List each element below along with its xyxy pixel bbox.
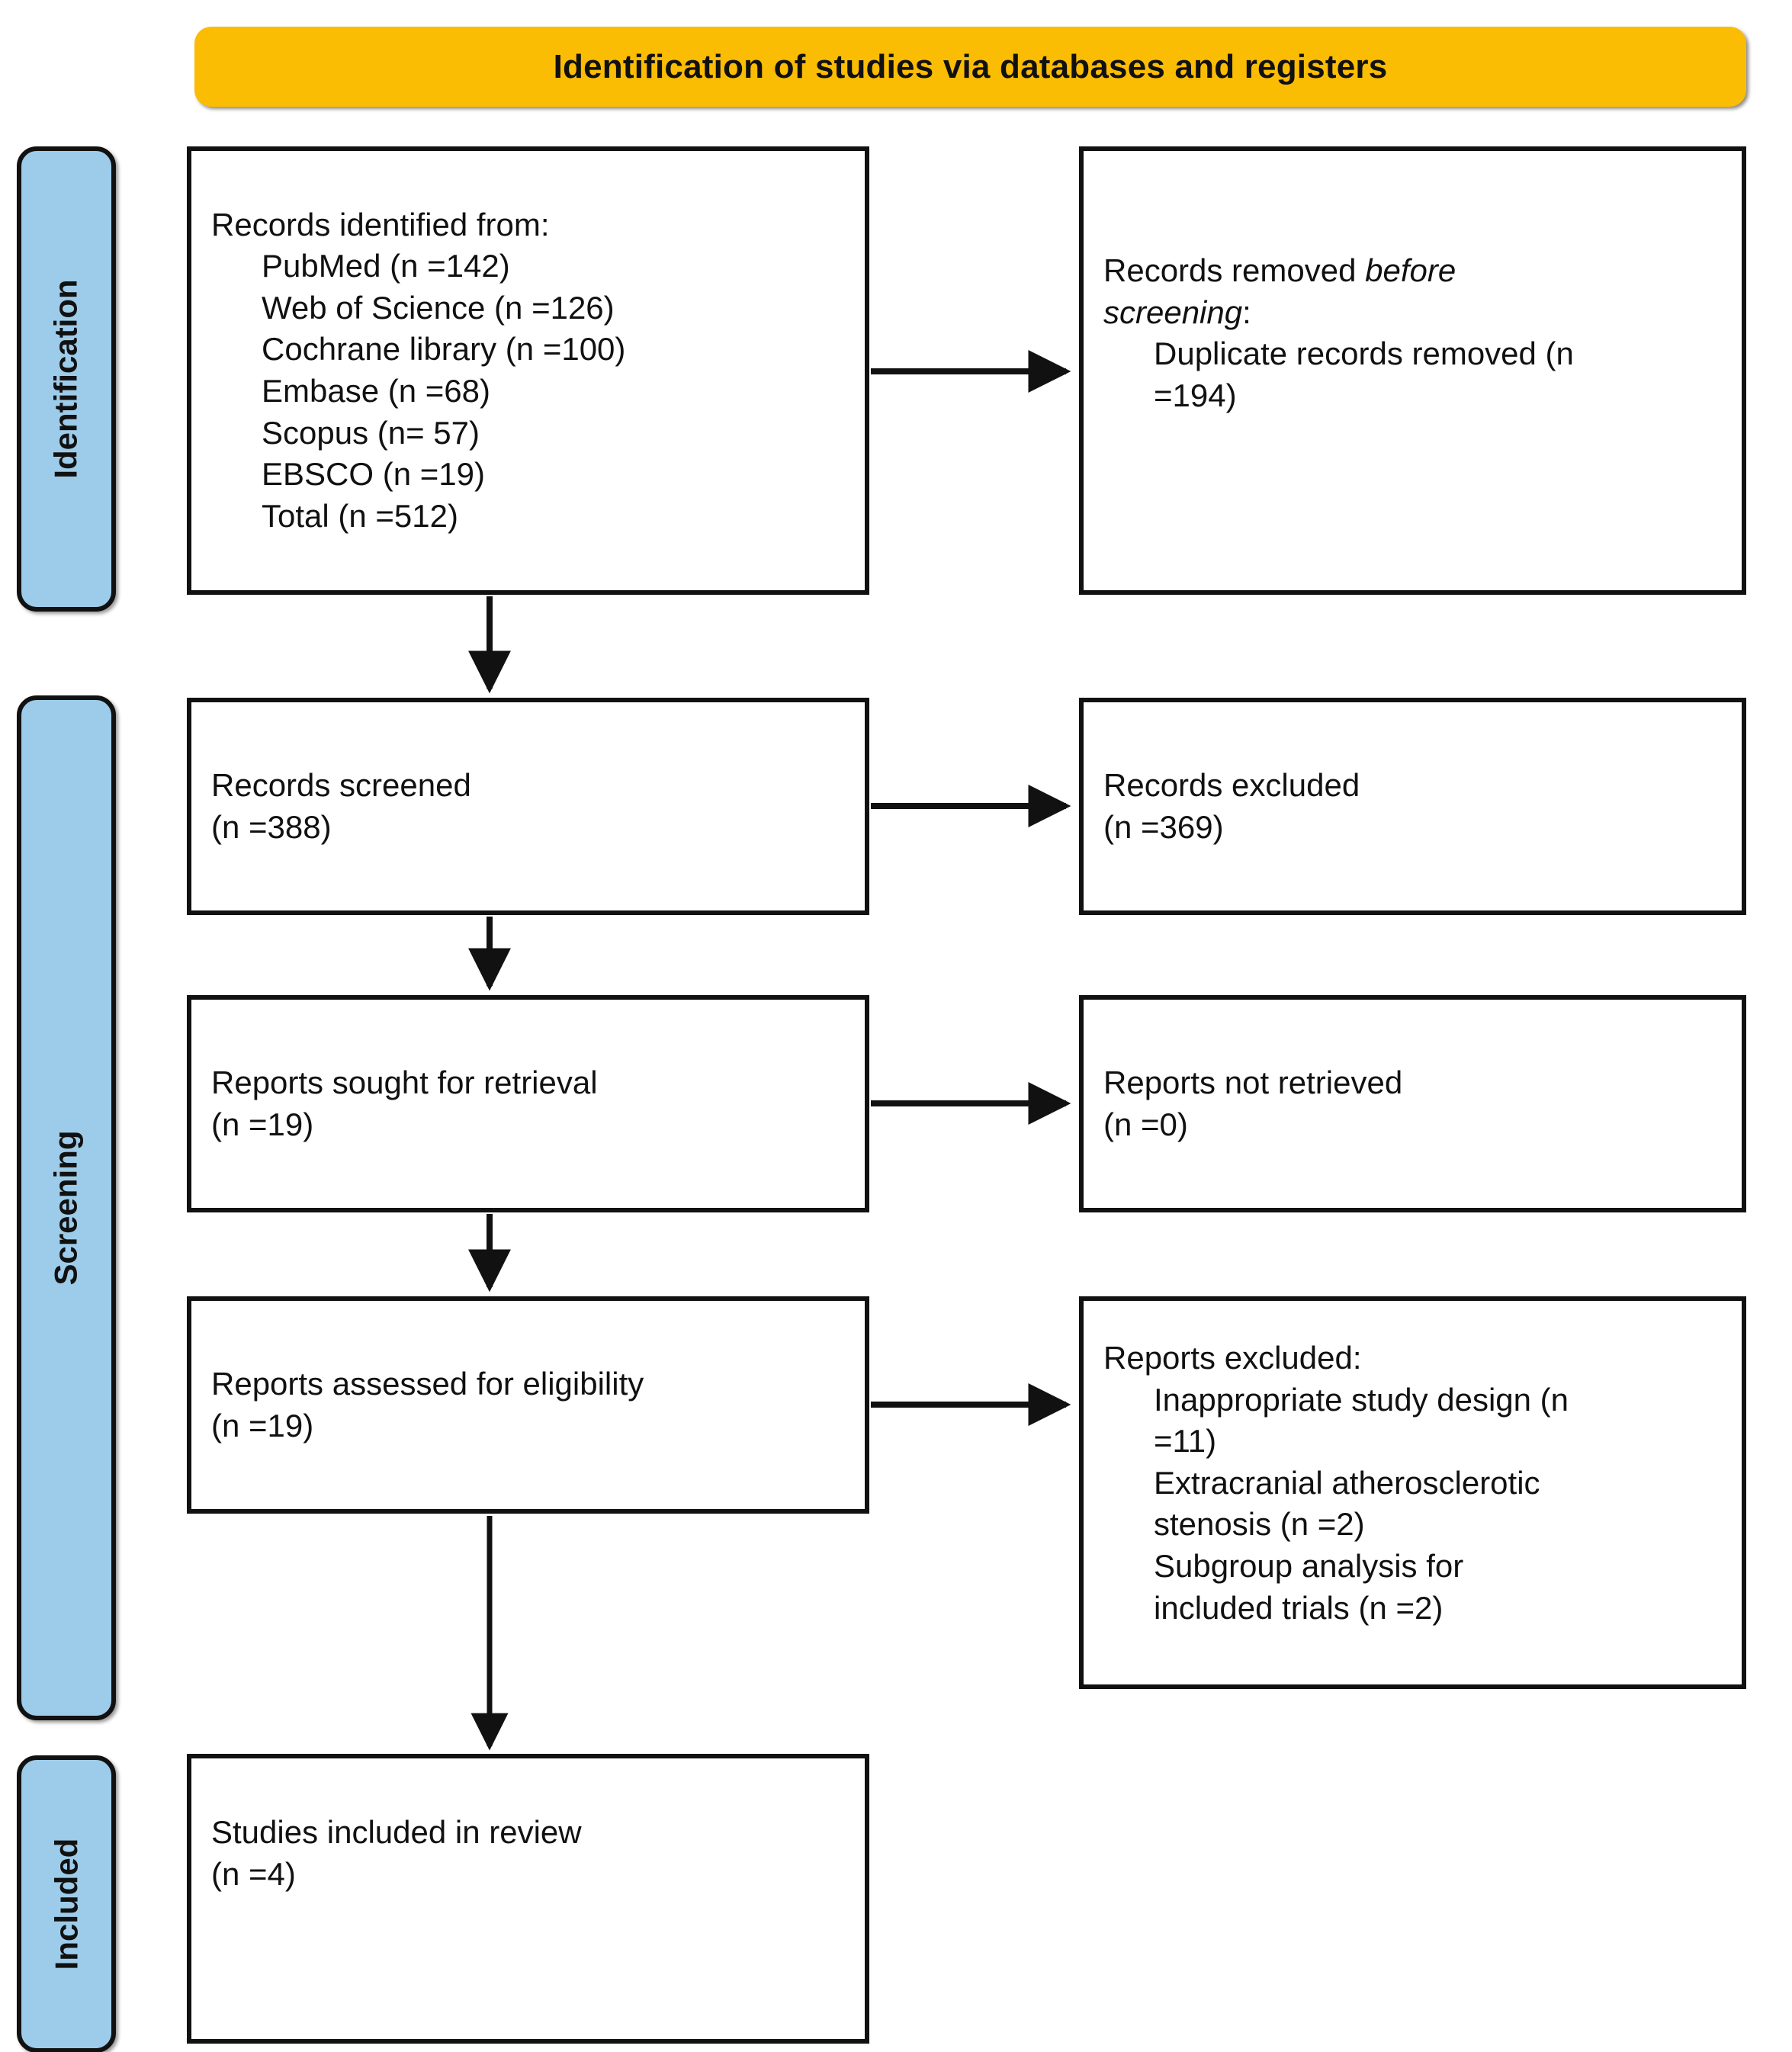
reports-sought-count: (n =19) — [211, 1106, 314, 1142]
banner-identification-header: Identification of studies via databases … — [194, 27, 1746, 107]
records-excluded-label: Records excluded — [1103, 766, 1360, 803]
reports-excluded-item-design-part2: =11) — [1154, 1423, 1217, 1460]
box-studies-included: Studies included in review (n =4) — [187, 1754, 869, 2044]
box-reports-not-retrieved: Reports not retrieved (n =0) — [1079, 995, 1746, 1212]
box-reports-assessed: Reports assessed for eligibility (n =19) — [187, 1296, 869, 1514]
stage-label-identification: Identification — [17, 146, 116, 612]
stage-label-included: Included — [17, 1755, 116, 2052]
records-excluded-count: (n =369) — [1103, 808, 1224, 845]
box-records-identified: Records identified from: PubMed (n =142)… — [187, 146, 869, 595]
records-identified-item-ebsco: EBSCO (n =19) — [262, 456, 485, 493]
reports-excluded-item-subgroup-part1: Subgroup analysis for — [1154, 1547, 1464, 1584]
reports-excluded-item-stenosis-part2: stenosis (n =2) — [1154, 1506, 1365, 1543]
records-removed-heading-line2: screening: — [1103, 292, 1722, 334]
reports-assessed-count: (n =19) — [211, 1407, 314, 1443]
reports-not-retrieved-label: Reports not retrieved — [1103, 1064, 1403, 1100]
studies-included-label: Studies included in review — [211, 1814, 582, 1850]
records-identified-heading: Records identified from: — [211, 206, 550, 242]
records-removed-heading: Records removed before — [1103, 250, 1722, 292]
records-screened-count: (n =388) — [211, 808, 332, 845]
reports-not-retrieved-count: (n =0) — [1103, 1106, 1188, 1142]
stage-label-identification-text: Identification — [48, 279, 84, 479]
records-removed-item-duplicates-part2: =194) — [1154, 377, 1237, 413]
records-identified-item-embase: Embase (n =68) — [262, 373, 490, 409]
reports-excluded-item-stenosis-part1: Extracranial atherosclerotic — [1154, 1464, 1540, 1501]
reports-sought-label: Reports sought for retrieval — [211, 1064, 598, 1100]
records-identified-item-cochrane: Cochrane library (n =100) — [262, 331, 626, 368]
records-identified-item-scopus: Scopus (n= 57) — [262, 414, 480, 451]
records-removed-item-duplicates-part1: Duplicate records removed (n — [1154, 336, 1574, 372]
studies-included-count: (n =4) — [211, 1855, 296, 1892]
reports-assessed-label: Reports assessed for eligibility — [211, 1365, 644, 1402]
reports-excluded-item-design-part1: Inappropriate study design (n — [1154, 1381, 1569, 1418]
stage-label-screening: Screening — [17, 695, 116, 1720]
box-reports-excluded-reasons: Reports excluded: Inappropriate study de… — [1079, 1296, 1746, 1689]
reports-excluded-item-subgroup-part2: included trials (n =2) — [1154, 1589, 1444, 1626]
records-identified-item-web-of-science: Web of Science (n =126) — [262, 289, 615, 326]
banner-title: Identification of studies via databases … — [553, 47, 1388, 85]
box-records-excluded: Records excluded (n =369) — [1079, 698, 1746, 915]
box-records-removed: Records removed before screening: Duplic… — [1079, 146, 1746, 595]
reports-excluded-heading: Reports excluded: — [1103, 1340, 1362, 1376]
records-removed-heading-plain: Records removed — [1103, 252, 1366, 288]
records-screened-label: Records screened — [211, 766, 471, 803]
stage-label-screening-text: Screening — [48, 1130, 85, 1286]
box-reports-sought: Reports sought for retrieval (n =19) — [187, 995, 869, 1212]
records-removed-heading-italic-screening: screening — [1103, 294, 1243, 330]
records-removed-heading-italic-before: before — [1365, 252, 1456, 288]
records-removed-heading-colon: : — [1242, 294, 1251, 330]
stage-label-included-text: Included — [48, 1838, 84, 1970]
records-identified-item-total: Total (n =512) — [262, 497, 458, 534]
box-records-screened: Records screened (n =388) — [187, 698, 869, 915]
records-identified-item-pubmed: PubMed (n =142) — [262, 248, 510, 284]
